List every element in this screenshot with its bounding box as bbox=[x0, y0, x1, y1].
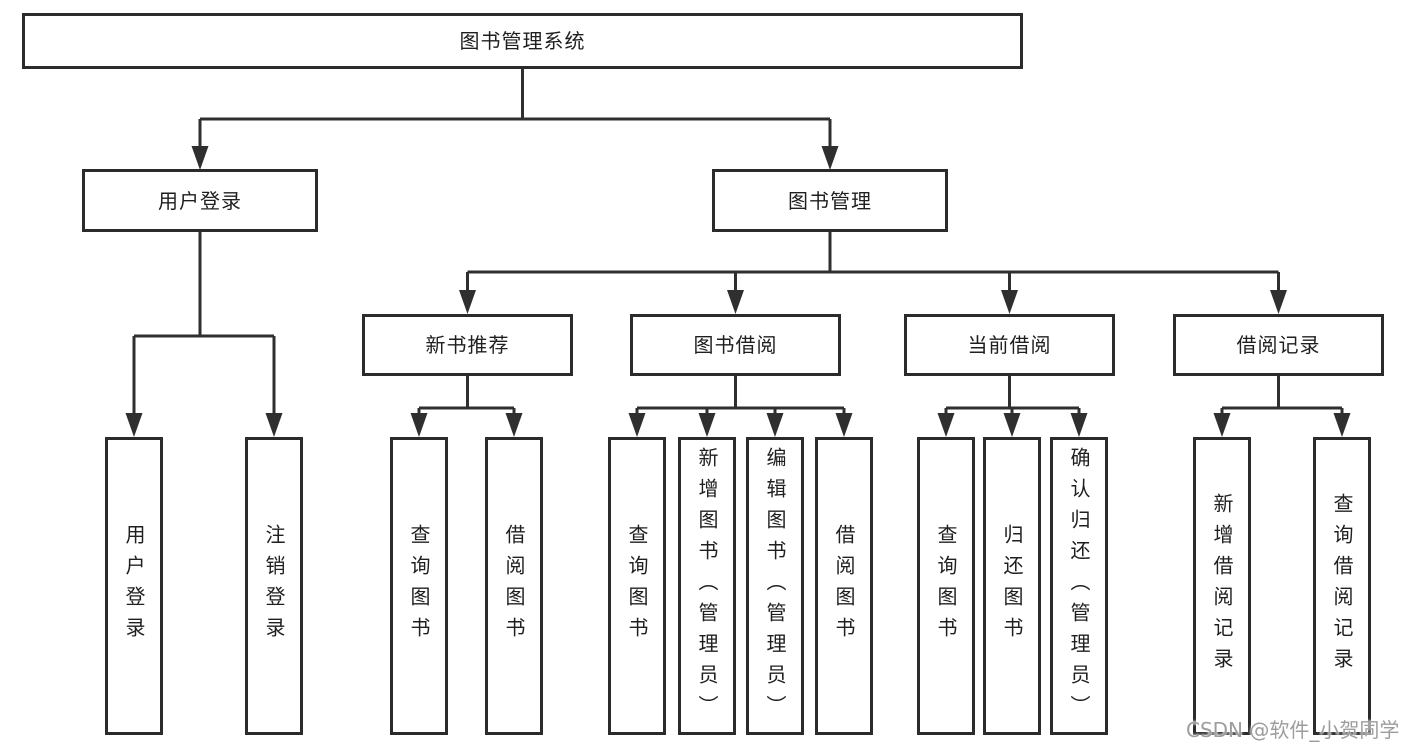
node-return-books-label: 归还图书 bbox=[1000, 524, 1024, 648]
node-book-management: 图书管理 bbox=[712, 169, 948, 232]
node-add-books-admin: 新增图书（管理员） bbox=[678, 437, 736, 735]
node-borrowing-query-books: 查询图书 bbox=[608, 437, 666, 735]
node-logout-action: 注销登录 bbox=[245, 437, 303, 735]
node-confirm-return-admin: 确认归还（管理员） bbox=[1050, 437, 1108, 735]
node-book-management-label: 图书管理 bbox=[788, 188, 872, 213]
node-user-login-action: 用户登录 bbox=[105, 437, 163, 735]
node-book-borrowing-label: 图书借阅 bbox=[693, 333, 778, 357]
node-borrowing-records: 借阅记录 bbox=[1173, 314, 1384, 376]
node-recommend-query-books: 查询图书 bbox=[390, 437, 448, 735]
node-confirm-return-admin-label: 确认归还（管理员） bbox=[1067, 446, 1091, 726]
node-new-book-recommendation-label: 新书推荐 bbox=[425, 333, 510, 357]
node-borrowing-records-label: 借阅记录 bbox=[1236, 333, 1321, 357]
node-recommend-query-books-label: 查询图书 bbox=[407, 524, 431, 648]
node-book-borrowing: 图书借阅 bbox=[630, 314, 841, 376]
node-query-borrow-record-label: 查询借阅记录 bbox=[1330, 493, 1354, 679]
node-user-login-action-label: 用户登录 bbox=[122, 524, 146, 648]
node-current-query-books-label: 查询图书 bbox=[934, 524, 958, 648]
node-library-system: 图书管理系统 bbox=[22, 13, 1023, 69]
node-current-borrowing-label: 当前借阅 bbox=[967, 333, 1052, 357]
node-borrow-books-label: 借阅图书 bbox=[832, 524, 856, 648]
arrowhead-layer bbox=[125, 146, 1351, 437]
node-return-books: 归还图书 bbox=[983, 437, 1041, 735]
node-current-query-books: 查询图书 bbox=[917, 437, 975, 735]
node-add-borrow-record-label: 新增借阅记录 bbox=[1210, 493, 1234, 679]
node-library-system-label: 图书管理系统 bbox=[459, 29, 586, 53]
node-add-books-admin-label: 新增图书（管理员） bbox=[695, 446, 719, 726]
node-logout-action-label: 注销登录 bbox=[262, 524, 286, 648]
node-edit-books-admin: 编辑图书（管理员） bbox=[746, 437, 804, 735]
node-add-borrow-record: 新增借阅记录 bbox=[1193, 437, 1251, 735]
node-current-borrowing: 当前借阅 bbox=[904, 314, 1115, 376]
node-recommend-borrow-books-label: 借阅图书 bbox=[502, 524, 526, 648]
node-new-book-recommendation: 新书推荐 bbox=[362, 314, 573, 376]
node-query-borrow-record: 查询借阅记录 bbox=[1313, 437, 1371, 735]
watermark: CSDN @软件_小贺同学 bbox=[1186, 718, 1400, 742]
node-borrow-books: 借阅图书 bbox=[815, 437, 873, 735]
node-borrowing-query-books-label: 查询图书 bbox=[625, 524, 649, 648]
node-recommend-borrow-books: 借阅图书 bbox=[485, 437, 543, 735]
node-user-login-label: 用户登录 bbox=[158, 188, 242, 213]
node-edit-books-admin-label: 编辑图书（管理员） bbox=[763, 446, 787, 726]
node-user-login: 用户登录 bbox=[82, 169, 318, 232]
